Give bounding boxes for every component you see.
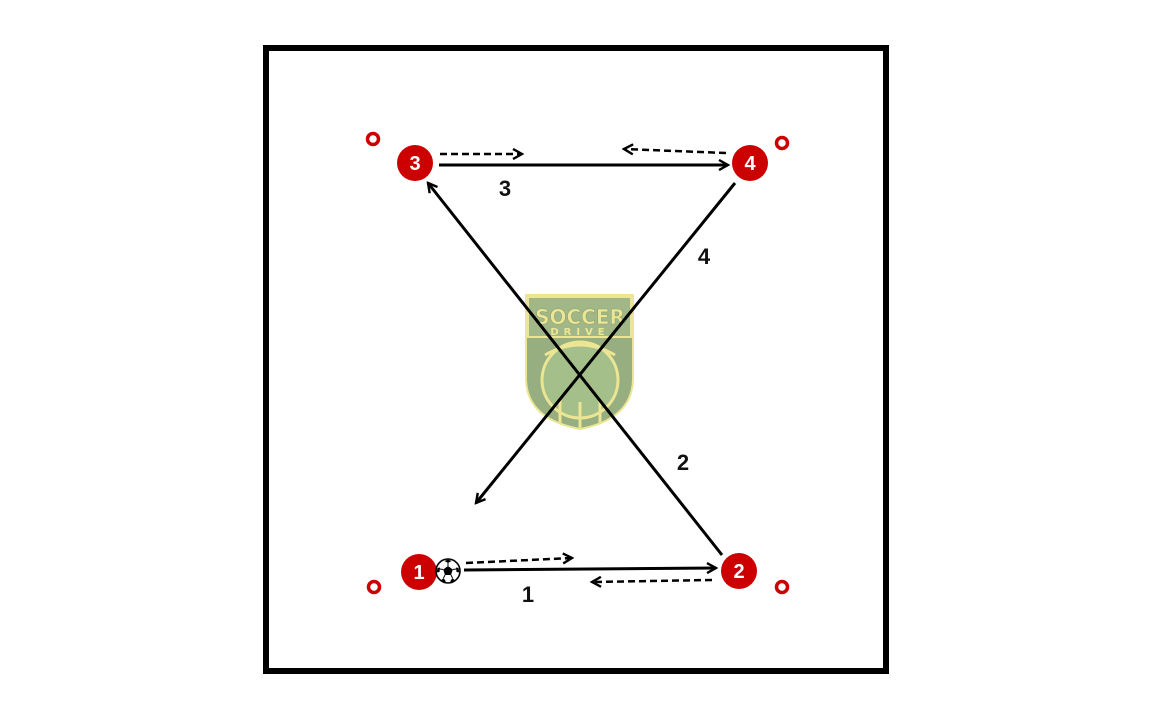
cone-icon xyxy=(774,135,790,151)
pass-line-4 xyxy=(476,182,737,503)
pass-label-2: 2 xyxy=(677,450,689,475)
player-1: 1 xyxy=(401,554,437,590)
cone-icon xyxy=(366,579,382,595)
pass-label-4: 4 xyxy=(698,244,711,269)
player-2-number: 2 xyxy=(733,561,744,583)
logo-title: SOCCER xyxy=(535,305,625,329)
logo-subtitle: DRIVE xyxy=(550,327,609,338)
pass-label-3: 3 xyxy=(499,176,511,201)
player-3: 3 xyxy=(397,145,433,181)
player-4-number: 4 xyxy=(744,153,756,175)
run-line-1 xyxy=(465,558,572,563)
pass-line-1 xyxy=(463,568,716,570)
player-1-number: 1 xyxy=(413,562,424,584)
player-2: 2 xyxy=(721,553,757,589)
pass-line-2 xyxy=(428,183,724,556)
soccer-ball-icon xyxy=(435,558,461,584)
run-line-2 xyxy=(592,580,713,582)
cone-icon xyxy=(774,579,790,595)
soccer-drive-logo: SOCCER DRIVE xyxy=(525,294,634,431)
run-line-4 xyxy=(624,149,727,153)
pass-label-1: 1 xyxy=(522,582,534,607)
player-4: 4 xyxy=(732,145,768,181)
player-3-number: 3 xyxy=(409,153,420,175)
cone-icon xyxy=(365,131,381,147)
